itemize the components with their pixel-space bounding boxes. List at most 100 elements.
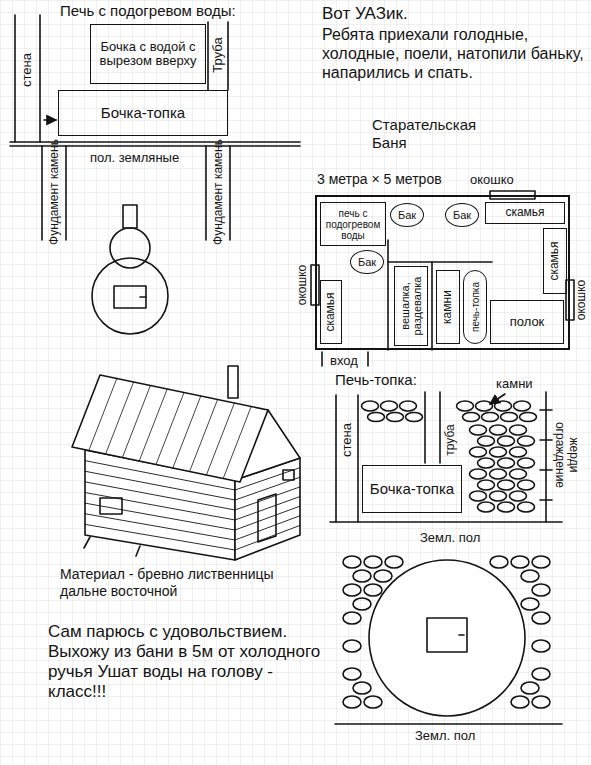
stove-front-view	[110, 228, 150, 268]
house-sketch	[235, 477, 300, 500]
firebox-section	[498, 502, 515, 512]
firebox-front-view	[364, 696, 382, 708]
firebox-front-view	[343, 668, 361, 680]
plan-partitions	[566, 280, 574, 320]
house-sketch	[89, 379, 251, 479]
firebox-front-view	[427, 618, 467, 652]
house-sketch	[206, 403, 234, 475]
stove-front-view	[92, 258, 168, 334]
firebox-front-view	[369, 560, 525, 716]
part-label: труба	[443, 424, 457, 455]
firebox-front-view	[343, 612, 361, 624]
note: Материал - бревно лиственницы дальне вос…	[60, 566, 310, 599]
firebox-section	[439, 392, 441, 463]
sleeping-shelf: полок	[490, 300, 564, 344]
firebox-section	[510, 425, 527, 435]
firebox-section	[330, 392, 562, 522]
firebox-front-view	[353, 598, 371, 610]
house-sketch	[235, 525, 300, 550]
changing-area: вешалка, раздевалка	[394, 266, 428, 346]
house-sketch	[72, 366, 300, 560]
house-sketch	[139, 389, 167, 461]
firebox-front-view	[490, 556, 508, 568]
plan-partitions	[311, 191, 574, 366]
bench: скамья	[543, 228, 567, 294]
firebox-front-view	[511, 556, 529, 568]
window-label: окошко	[574, 280, 588, 320]
firebox-section	[510, 447, 527, 457]
firebox-section	[495, 401, 512, 411]
firebox-front-view	[343, 584, 361, 596]
house-sketch	[190, 400, 218, 472]
house-sketch	[122, 386, 150, 458]
bathhouse-plan: 3 метра × 5 метровпечь с подогревом воды…	[315, 195, 570, 350]
firebox-section	[387, 413, 404, 422]
house-sketch	[85, 514, 235, 540]
firebox-section	[518, 502, 535, 512]
firebox-section	[470, 425, 487, 435]
part-label: жерди ограждение	[553, 415, 581, 495]
firebox-front-view	[343, 696, 361, 708]
firebox-section	[501, 413, 518, 422]
firebox-section	[424, 392, 426, 463]
node-text: скамья	[324, 292, 337, 331]
firebox-barrel: Бочка-топка	[58, 90, 228, 136]
firebox-section	[498, 480, 515, 490]
node-text: скамья	[505, 206, 544, 219]
firebox-section	[478, 458, 495, 468]
house-sketch	[235, 506, 300, 530]
firebox-front-view	[353, 682, 371, 694]
firebox-section	[514, 401, 531, 411]
firebox-front-view	[343, 640, 361, 652]
plan-partitions	[321, 352, 323, 366]
firebox-section	[457, 401, 474, 411]
firebox-section	[476, 401, 493, 411]
node-text: Бочка с водой с вырезом вверху	[91, 40, 205, 69]
firebox-section	[330, 521, 562, 523]
firebox-front-view	[353, 570, 371, 582]
firebox-front-view	[335, 723, 562, 725]
node-text: Бак	[398, 209, 416, 221]
stove-section-lines	[39, 15, 41, 142]
firebox-front-view	[343, 556, 361, 568]
plan-title: Старательская Баня	[372, 116, 492, 151]
part-label: камни	[496, 376, 556, 391]
firebox-section	[490, 469, 507, 479]
firebox-front-view	[364, 584, 382, 596]
house-sketch	[85, 482, 235, 510]
firebox-barrel: Бочка-топка	[362, 465, 462, 513]
tank: Бак	[350, 250, 384, 274]
node-text: Бак	[453, 209, 471, 221]
firebox-section	[518, 436, 535, 446]
house-sketch	[85, 524, 235, 550]
firebox-section	[357, 395, 359, 522]
part-label: стена	[19, 53, 34, 87]
firebox-section	[463, 413, 480, 422]
floor-label: Земл. пол	[415, 728, 505, 743]
firebox-section	[510, 469, 527, 479]
firebox-section	[540, 439, 552, 441]
node-text: камни	[441, 290, 454, 324]
node-text: печь-топка	[470, 282, 481, 332]
floor-label: Земл. пол	[420, 530, 510, 545]
node-text: вешалка, раздевалка	[399, 268, 423, 344]
stove-section-lines	[65, 146, 67, 240]
stove-section-lines	[41, 146, 43, 240]
node-text: полок	[510, 315, 545, 329]
house-sketch	[228, 366, 238, 398]
stove-front-view	[123, 205, 137, 228]
firebox-section	[406, 413, 423, 422]
node-text: Бочка-топка	[370, 481, 454, 498]
firebox-section	[498, 436, 515, 446]
firebox-section	[362, 401, 537, 512]
node-text: Бочка-топка	[101, 105, 185, 122]
bench: скамья	[485, 202, 565, 224]
firebox-section	[400, 401, 417, 411]
tank: Бак	[390, 203, 424, 227]
firebox-front-view	[511, 696, 529, 708]
firebox-section	[518, 480, 535, 490]
firebox-front-view	[459, 634, 464, 636]
window-label: окошко	[470, 172, 550, 187]
part-label: стена	[339, 423, 354, 457]
